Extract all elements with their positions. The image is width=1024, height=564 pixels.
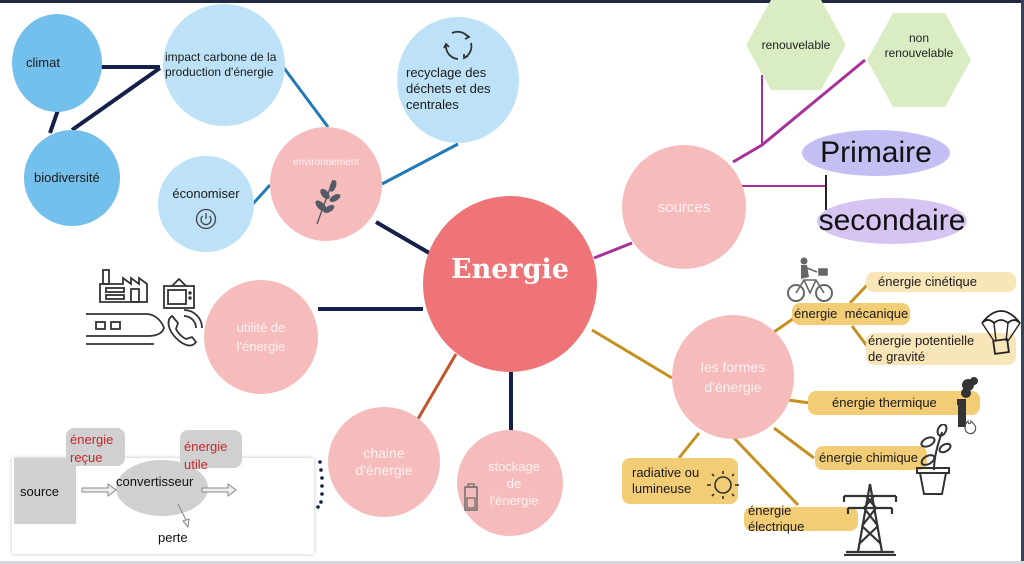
power-pylon-icon <box>842 483 898 556</box>
tag-chimique[interactable]: énergie chimique <box>815 446 927 470</box>
phone-icon <box>167 309 203 347</box>
branch-utilite[interactable]: utilité de l'énergie <box>204 280 318 394</box>
link-mecanique-cinetique <box>848 281 871 305</box>
train-icon <box>86 313 165 345</box>
recycle-icon <box>443 30 473 60</box>
tag-potentielle[interactable]: énergie potentielle de gravité <box>866 333 1016 365</box>
branch-sources-label: sources <box>657 198 711 216</box>
leaf-branch-icon <box>315 179 341 225</box>
node-climat[interactable]: climat <box>12 14 102 112</box>
tag-radiative[interactable]: radiative ou lumineuse <box>622 458 738 504</box>
link-formes-center <box>591 328 673 380</box>
node-recyclage-label: recyclage des déchets et des centrales <box>406 65 491 112</box>
branch-sources[interactable]: sources <box>622 145 746 269</box>
link-economiser-environnement <box>249 183 272 208</box>
tag-thermique-label: énergie thermique <box>832 395 937 410</box>
branch-environnement-label: environnement <box>292 157 360 168</box>
branch-environnement[interactable]: environnement <box>270 127 382 241</box>
sun-icon <box>707 471 739 499</box>
plant-icon <box>916 424 952 495</box>
branch-stockage-label: stockage de l'énergie <box>487 458 541 508</box>
tag-cinetique-label: énergie cinétique <box>878 274 978 289</box>
link-environnement-center <box>374 220 433 256</box>
chain-source-box: source <box>14 458 76 524</box>
chain-energie-utile-box: énergie utile <box>180 430 242 472</box>
branch-stockage[interactable]: stockage de l'énergie <box>457 430 563 536</box>
branch-formes-label: les formes d'énergie <box>700 359 766 395</box>
link-biodiversite-impact <box>70 66 162 132</box>
link-recyclage-environnement <box>381 142 459 186</box>
tag-cinetique[interactable]: énergie cinétique <box>866 272 1016 292</box>
branch-formes[interactable]: les formes d'énergie <box>672 315 794 439</box>
branch-chaine[interactable]: chaine d'énergie <box>328 407 440 517</box>
link-formes-thermique <box>787 398 811 405</box>
dotted-connector <box>316 460 324 509</box>
ellipse-primaire[interactable]: Primaire <box>802 130 950 176</box>
tag-electrique-label: énergie électrique <box>748 503 805 534</box>
node-biodiversite[interactable]: biodiversité <box>24 130 120 226</box>
tag-potentielle-label: énergie potentielle de gravité <box>868 333 975 364</box>
center-node-label: Energie <box>451 253 569 285</box>
cyclist-icon <box>787 257 833 302</box>
tag-mecanique-label: énergie mécanique <box>794 306 909 321</box>
link-impact-environnement <box>282 67 330 128</box>
tag-electrique[interactable]: énergie électrique <box>744 503 858 534</box>
tag-radiative-label: radiative ou lumineuse <box>632 465 700 496</box>
battery-icon <box>464 483 478 511</box>
tv-icon <box>163 277 195 309</box>
chain-energie-recue-label: énergie reçue <box>70 432 114 465</box>
center-node-energie[interactable]: Energie <box>423 196 597 372</box>
hex-non-renouvelable-label: non renouvelable <box>884 31 954 60</box>
branch-utilite-label: utilité de l'énergie <box>236 320 286 354</box>
window-bottom-border <box>0 561 1024 564</box>
ellipse-secondaire[interactable]: secondaire <box>817 198 967 244</box>
hex-renouvelable-label: renouvelable <box>761 38 831 52</box>
power-icon <box>195 208 217 230</box>
link-formes-chimique <box>773 426 815 460</box>
chaine-energie-diagram: source convertisseur perte <box>12 458 314 554</box>
chain-source-label: source <box>20 483 60 499</box>
hex-renouvelable[interactable]: renouvelable <box>746 0 846 90</box>
node-recyclage[interactable]: recyclage des déchets et des centrales <box>397 17 519 143</box>
chain-arrows <box>81 483 237 529</box>
link-sources-center <box>593 241 633 260</box>
tag-chimique-label: énergie chimique <box>819 450 919 465</box>
window-top-border <box>0 0 1024 3</box>
link-chaine-center <box>413 353 458 425</box>
window-right-border <box>1021 0 1024 564</box>
ellipse-primaire-label: Primaire <box>820 136 932 169</box>
node-climat-label: climat <box>26 55 60 70</box>
node-impact-carbone-label: impact carbone de la production d'énergi… <box>165 50 277 79</box>
uses-icons <box>86 269 203 347</box>
node-impact-carbone[interactable]: impact carbone de la production d'énergi… <box>163 4 285 126</box>
chain-convertisseur-shape <box>116 460 208 516</box>
parachute-icon <box>981 310 1021 355</box>
ellipse-secondaire-label: secondaire <box>818 204 966 237</box>
link-formes-electrique <box>732 436 800 507</box>
node-biodiversite-label: biodiversité <box>34 170 100 185</box>
tag-thermique[interactable]: énergie thermique <box>808 391 980 415</box>
chain-energie-utile-label: énergie utile <box>184 439 228 472</box>
factory-icon <box>99 269 148 303</box>
tag-mecanique[interactable]: énergie mécanique <box>792 303 910 325</box>
chain-convertisseur-label: convertisseur <box>116 474 194 489</box>
chain-perte-label: perte <box>158 530 188 545</box>
link-climat-biodiversite <box>48 109 60 134</box>
node-economiser[interactable]: économiser <box>158 156 254 252</box>
chain-energie-recue-box: énergie reçue <box>66 428 125 466</box>
node-economiser-label: économiser <box>172 186 240 201</box>
branch-chaine-label: chaine d'énergie <box>355 445 413 478</box>
chimney-fire-icon <box>957 377 978 435</box>
link-formes-radiative <box>677 432 701 459</box>
